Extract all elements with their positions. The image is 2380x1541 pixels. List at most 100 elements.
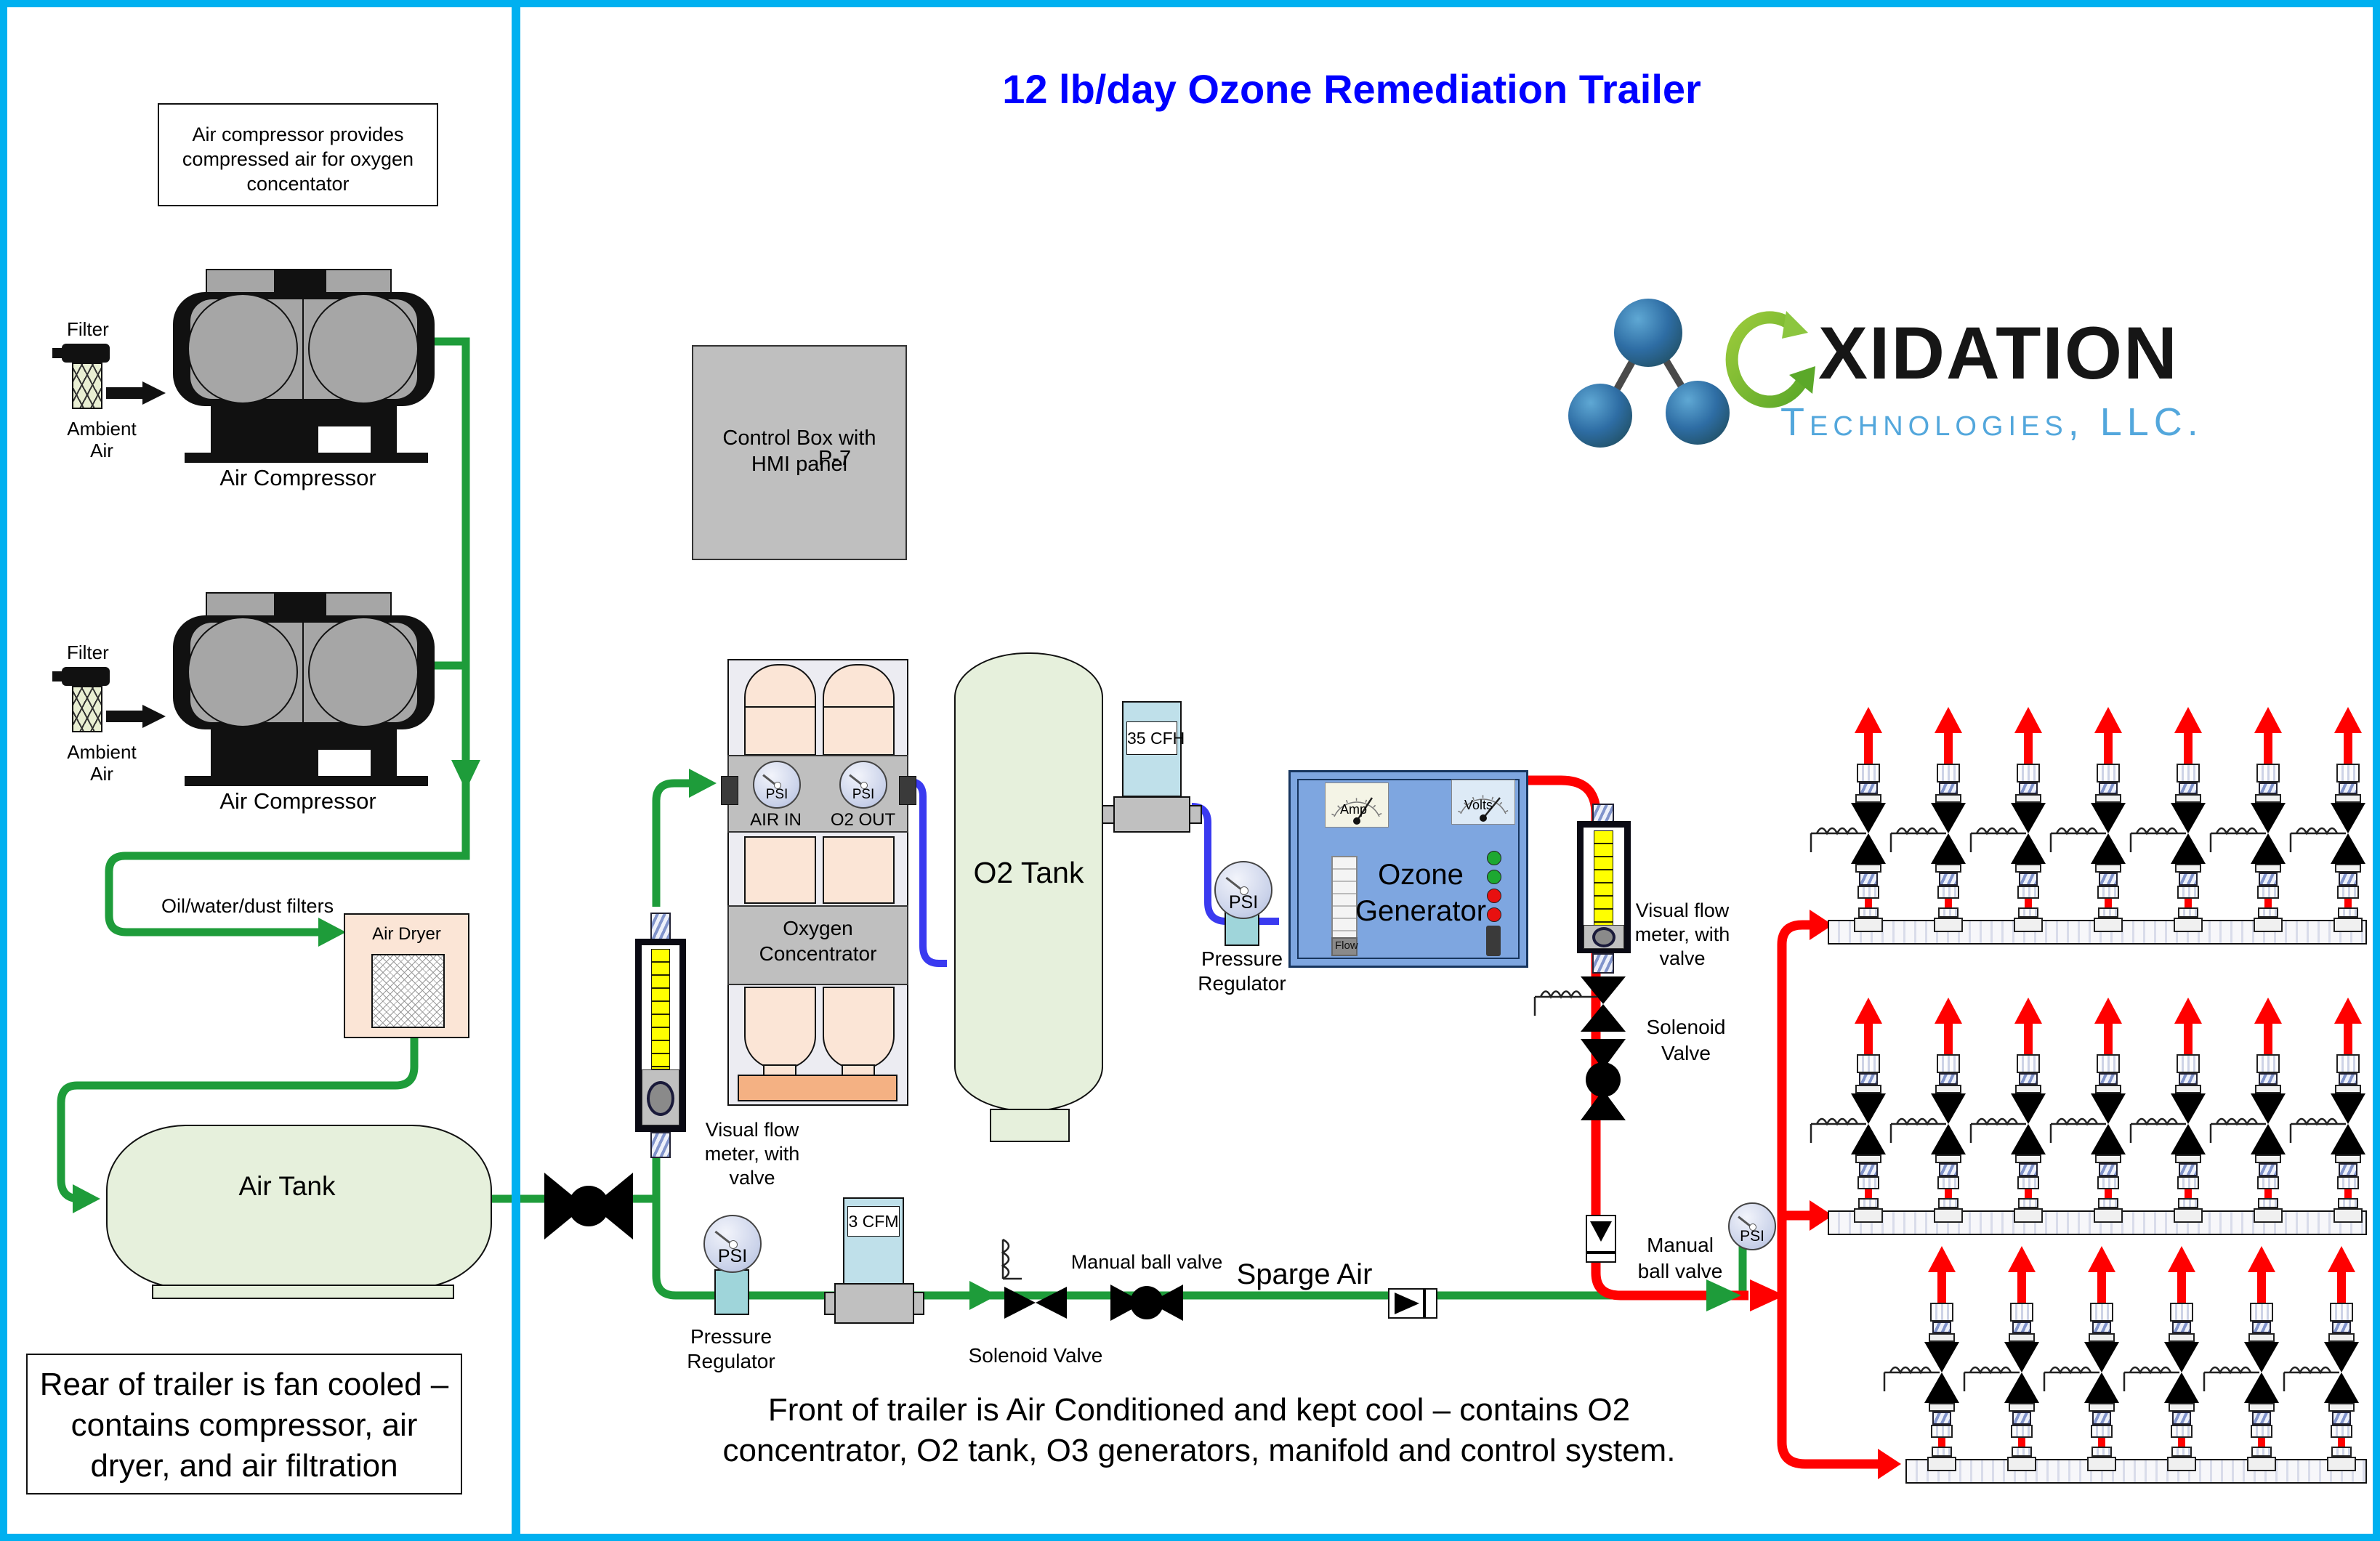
rear-note-line3: dryer, and air filtration bbox=[90, 1448, 398, 1484]
sparge-regulator-label2: Regulator bbox=[687, 1350, 775, 1372]
compressor2-top-right bbox=[325, 592, 392, 618]
rear-note-box: Rear of trailer is fan cooled – contains… bbox=[26, 1354, 462, 1495]
sparge-outlet bbox=[1889, 707, 1981, 932]
concentrator-cyl-tr bbox=[823, 664, 895, 756]
sparge-outlet bbox=[1889, 998, 1981, 1223]
filter1-label: Filter bbox=[67, 318, 109, 340]
amp-meter: Amp bbox=[1325, 782, 1389, 828]
cfm-block-tab-right bbox=[913, 1292, 924, 1315]
compressor2-top-left bbox=[206, 592, 275, 618]
air-dryer-label: Air Dryer bbox=[372, 924, 441, 944]
control-box-line1: Control Box with bbox=[722, 426, 876, 450]
green-arrow-tank bbox=[73, 1184, 100, 1213]
panel-divider bbox=[512, 7, 520, 1534]
o2-tank-label: O2 Tank bbox=[973, 856, 1084, 889]
sparge-outlet bbox=[2049, 707, 2141, 932]
ambient2-line2: Air bbox=[90, 763, 113, 785]
compressor1-cylinder-left bbox=[187, 294, 298, 404]
sparge-air-label: Sparge Air bbox=[1236, 1258, 1373, 1290]
concentrator-label-band bbox=[727, 905, 908, 985]
sparge-manual-label: Manual ball valve bbox=[1070, 1251, 1223, 1273]
control-box-line2: HMI panel bbox=[751, 453, 848, 476]
compressor1-label: Air Compressor bbox=[219, 465, 376, 490]
cfm-meter-label: 3 CFM bbox=[848, 1212, 899, 1231]
concentrator-o2out-port bbox=[899, 776, 916, 805]
left-flowmeter-thread-bottom bbox=[650, 1132, 671, 1158]
sparge-regulator-gauge: PSI bbox=[703, 1215, 762, 1273]
compressor1-top-left bbox=[206, 269, 275, 295]
concentrator-base bbox=[738, 1075, 897, 1101]
chain-manual-label1: Manual bbox=[1647, 1234, 1714, 1256]
ambient2-line1: Ambient bbox=[67, 741, 137, 763]
compressor2-label: Air Compressor bbox=[219, 788, 376, 814]
o2-tank-pedestal bbox=[990, 1109, 1070, 1142]
ambient1-line1: Ambient bbox=[67, 418, 137, 440]
cfh-block-tab-right bbox=[1189, 805, 1202, 824]
sparge-outlet bbox=[2283, 1246, 2373, 1471]
air-tank-label: Air Tank bbox=[238, 1171, 336, 1201]
concentrator-cyl-tl-line bbox=[746, 706, 815, 708]
green-line-meter-to-airin bbox=[652, 779, 689, 907]
green-arrow-sparge bbox=[969, 1281, 997, 1310]
cfh-meter-block bbox=[1113, 796, 1190, 833]
blue-line-o2out-to-tank bbox=[906, 778, 947, 967]
generator-flow-base: Flow bbox=[1331, 937, 1358, 956]
red-line-generator-out bbox=[1521, 775, 1601, 814]
left-flowmeter-label3: valve bbox=[729, 1167, 775, 1189]
filter2-label: Filter bbox=[67, 642, 109, 663]
page-title: 12 lb/day Ozone Remediation Trailer bbox=[1002, 66, 1701, 112]
sparge-outlet bbox=[2289, 707, 2373, 932]
filter2-nub bbox=[52, 671, 62, 681]
sparge-outlet bbox=[2043, 1246, 2134, 1471]
sparge-outlet bbox=[2209, 707, 2301, 932]
sparge-outlet bbox=[2123, 1246, 2214, 1471]
right-flowmeter-valve-knob bbox=[1592, 927, 1615, 947]
right-flowmeter-label1: Visual flow bbox=[1635, 899, 1730, 921]
red-arrow-junction bbox=[1750, 1279, 1785, 1311]
green-line-compressors-to-dryer bbox=[105, 337, 470, 937]
tank-ball-valve bbox=[544, 1173, 633, 1239]
concentrator-mid-l bbox=[744, 836, 816, 904]
concentrator-cyl-tl bbox=[744, 664, 816, 756]
generator-led-red1 bbox=[1487, 889, 1501, 903]
oil-water-dust-label: Oil/water/dust filters bbox=[161, 895, 334, 917]
left-flowmeter-thread-top bbox=[650, 913, 671, 940]
sparge-outlet bbox=[2129, 998, 2221, 1223]
left-flowmeter-label2: meter, with bbox=[704, 1143, 800, 1165]
filter1-element bbox=[72, 363, 102, 409]
o2-regulator-gauge: PSI bbox=[1214, 861, 1272, 919]
chain-solenoid-label2: Valve bbox=[1661, 1042, 1711, 1064]
sparge-outlet bbox=[1969, 707, 2061, 932]
cfm-meter-label-box: 3 CFM bbox=[847, 1206, 900, 1237]
left-flowmeter-tube bbox=[651, 949, 670, 1069]
control-box-tag: P-7 bbox=[818, 447, 852, 470]
cfh-meter-label: 35 CFH bbox=[1127, 729, 1185, 748]
cfh-block-tab-left bbox=[1102, 805, 1115, 824]
concentrator-cyl-br bbox=[823, 987, 895, 1069]
sparge-outlet bbox=[1810, 707, 1901, 932]
chain-solenoid-label1: Solenoid bbox=[1646, 1016, 1726, 1038]
sparge-outlet bbox=[1883, 1246, 1974, 1471]
generator-switch bbox=[1486, 926, 1501, 956]
chain-thread-top bbox=[1592, 804, 1614, 822]
concentrator-airin-port bbox=[721, 776, 738, 805]
generator-flow-label: Flow bbox=[1335, 939, 1358, 952]
rear-note-line1: Rear of trailer is fan cooled – bbox=[39, 1367, 449, 1402]
control-box: Control Box with HMI panel P-7 bbox=[692, 345, 907, 560]
compressor2-centerline bbox=[302, 617, 304, 727]
compressor1-baseplate bbox=[185, 453, 428, 463]
coil-sparge-solenoid bbox=[1001, 1238, 1022, 1280]
compressor2-cylinder-left bbox=[187, 617, 298, 727]
red-line-chain bbox=[1591, 812, 1748, 1301]
ozone-generator-label1: Ozone bbox=[1378, 859, 1464, 891]
right-flowmeter-tube bbox=[1594, 830, 1613, 927]
red-arrow-row3 bbox=[1878, 1449, 1901, 1479]
concentrator-o2out-gauge: PSI bbox=[839, 761, 887, 809]
red-arrow-row2 bbox=[1810, 1200, 1833, 1231]
green-arrow-down bbox=[451, 760, 480, 790]
ozone-generator-label2: Generator bbox=[1355, 895, 1487, 927]
green-arrow-airin bbox=[689, 769, 717, 798]
sparge-outlet bbox=[1969, 998, 2061, 1223]
o2-tank bbox=[954, 652, 1103, 1112]
sparge-outlet bbox=[2049, 998, 2141, 1223]
